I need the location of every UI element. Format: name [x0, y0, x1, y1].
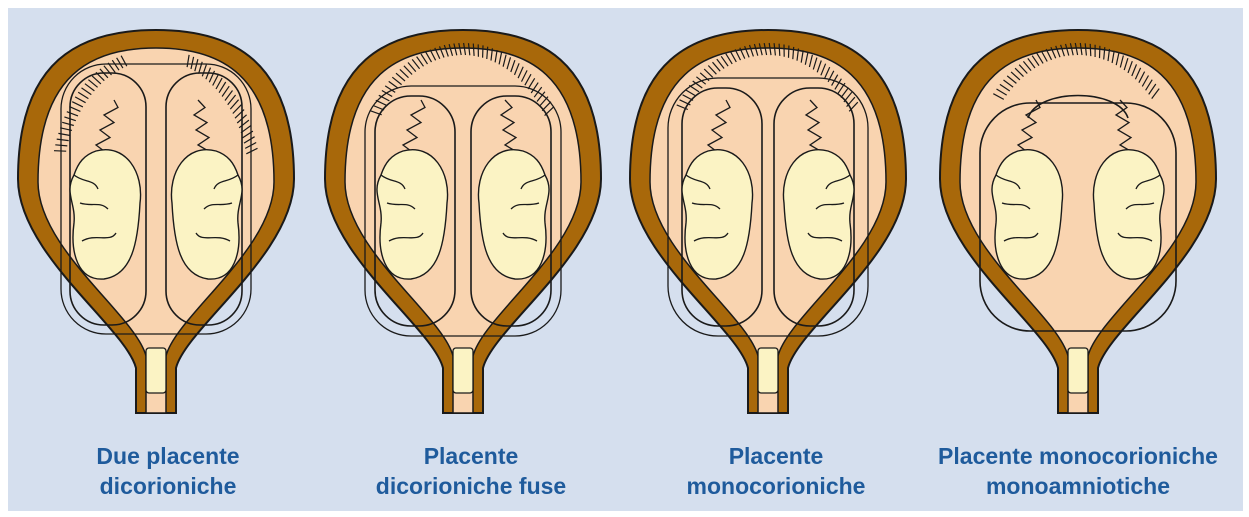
fetus-body — [171, 150, 242, 279]
caption-line-1: Placente monocorioniche — [928, 441, 1228, 471]
cervical-canal — [146, 348, 166, 393]
fetus — [682, 150, 753, 279]
cervical-canal — [1068, 348, 1088, 393]
uterus-placente-monocorioniche — [630, 30, 906, 413]
caption-line-2: dicorioniche — [18, 471, 318, 501]
caption-placente-monocorioniche-monoamniotiche: Placente monocorioniche monoamniotiche — [928, 441, 1228, 501]
cervical-canal — [453, 348, 473, 393]
cervical-canal — [758, 348, 778, 393]
caption-line-1: Due placente — [18, 441, 318, 471]
fetus — [171, 150, 242, 279]
fetus-body — [783, 150, 854, 279]
fetus-body — [478, 150, 549, 279]
caption-line-1: Placente — [321, 441, 621, 471]
fetus — [478, 150, 549, 279]
fetus — [70, 150, 141, 279]
uterus-due-placente-dicorioniche — [18, 30, 294, 413]
caption-line-2: monocorioniche — [626, 471, 926, 501]
fetus — [783, 150, 854, 279]
caption-line-1: Placente — [626, 441, 926, 471]
fetus-body — [377, 150, 448, 279]
fetus-body — [682, 150, 753, 279]
fetus — [1093, 150, 1164, 279]
fetus-body — [992, 150, 1063, 279]
caption-line-2: dicorioniche fuse — [321, 471, 621, 501]
twin-placentation-diagram: Due placente dicorioniche Placente dicor… — [8, 8, 1243, 511]
uterus-illustrations — [8, 8, 1243, 511]
uterus-placente-monocorioniche-monoamniotiche — [940, 30, 1216, 413]
uterus-placente-dicorioniche-fuse — [325, 30, 601, 413]
fetus — [377, 150, 448, 279]
caption-due-placente-dicorioniche: Due placente dicorioniche — [18, 441, 318, 501]
caption-placente-monocorioniche: Placente monocorioniche — [626, 441, 926, 501]
fetus-body — [70, 150, 141, 279]
fetus-body — [1093, 150, 1164, 279]
caption-placente-dicorioniche-fuse: Placente dicorioniche fuse — [321, 441, 621, 501]
caption-line-2: monoamniotiche — [928, 471, 1228, 501]
fetus — [992, 150, 1063, 279]
